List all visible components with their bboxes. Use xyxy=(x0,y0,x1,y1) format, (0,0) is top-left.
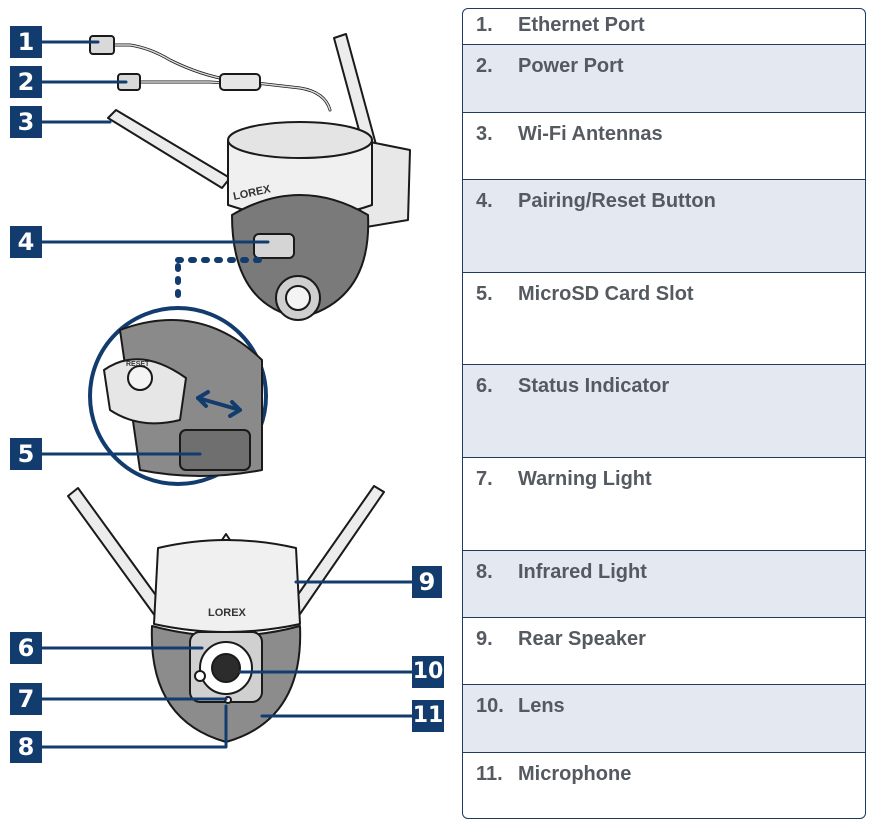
callout-11: 11 xyxy=(412,700,444,732)
legend-row: 11. Microphone xyxy=(463,753,865,818)
camera-illustration: LOREX LOREX RESET xyxy=(40,33,414,749)
callout-2: 2 xyxy=(10,66,42,98)
legend-number: 9. xyxy=(476,628,493,650)
callout-8: 8 xyxy=(10,731,42,763)
legend-number: 4. xyxy=(476,190,493,212)
legend-label: Power Port xyxy=(518,55,624,77)
callout-4: 4 xyxy=(10,226,42,258)
reset-label: RESET xyxy=(126,361,150,368)
callout-5: 5 xyxy=(10,438,42,470)
legend-row: 9. Rear Speaker xyxy=(463,618,865,685)
legend-number: 6. xyxy=(476,375,493,397)
legend-row: 4. Pairing/Reset Button xyxy=(463,180,865,273)
callout-3: 3 xyxy=(10,106,42,138)
legend-number: 7. xyxy=(476,468,493,490)
legend-row: 3. Wi-Fi Antennas xyxy=(463,113,865,180)
legend-label: Infrared Light xyxy=(518,561,647,583)
legend-number: 11. xyxy=(476,763,503,785)
legend-label: Warning Light xyxy=(518,468,652,490)
legend-table: 1. Ethernet Port 2. Power Port 3. Wi-Fi … xyxy=(462,8,866,819)
legend-label: Rear Speaker xyxy=(518,628,646,650)
legend-row: 6. Status Indicator xyxy=(463,365,865,458)
callout-10: 10 xyxy=(412,656,444,688)
legend-number: 8. xyxy=(476,561,493,583)
legend-label: MicroSD Card Slot xyxy=(518,283,694,305)
legend-number: 2. xyxy=(476,55,493,77)
legend-number: 1. xyxy=(476,14,493,36)
legend-number: 10. xyxy=(476,695,504,717)
legend-label: Ethernet Port xyxy=(518,14,645,36)
legend-row: 1. Ethernet Port xyxy=(463,9,865,45)
callout-7: 7 xyxy=(10,683,42,715)
legend-label: Wi-Fi Antennas xyxy=(518,123,663,145)
legend-number: 5. xyxy=(476,283,493,305)
callout-6: 6 xyxy=(10,632,42,664)
legend-label: Microphone xyxy=(518,763,632,785)
legend-row: 5. MicroSD Card Slot xyxy=(463,273,865,365)
callout-1: 1 xyxy=(10,26,42,58)
brand-logo-bottom: LOREX xyxy=(208,607,247,619)
camera-diagram: LOREX LOREX RESET 1 2 3 4 5 6 7 8 9 10 1… xyxy=(10,26,444,763)
legend-row: 10. Lens xyxy=(463,685,865,753)
legend-number: 3. xyxy=(476,123,493,145)
legend-label: Status Indicator xyxy=(518,375,670,397)
legend-label: Pairing/Reset Button xyxy=(518,190,716,212)
legend-row: 7. Warning Light xyxy=(463,458,865,551)
legend-row: 8. Infrared Light xyxy=(463,551,865,618)
legend-label: Lens xyxy=(518,695,565,717)
callout-9: 9 xyxy=(412,566,442,598)
legend-row: 2. Power Port xyxy=(463,45,865,113)
